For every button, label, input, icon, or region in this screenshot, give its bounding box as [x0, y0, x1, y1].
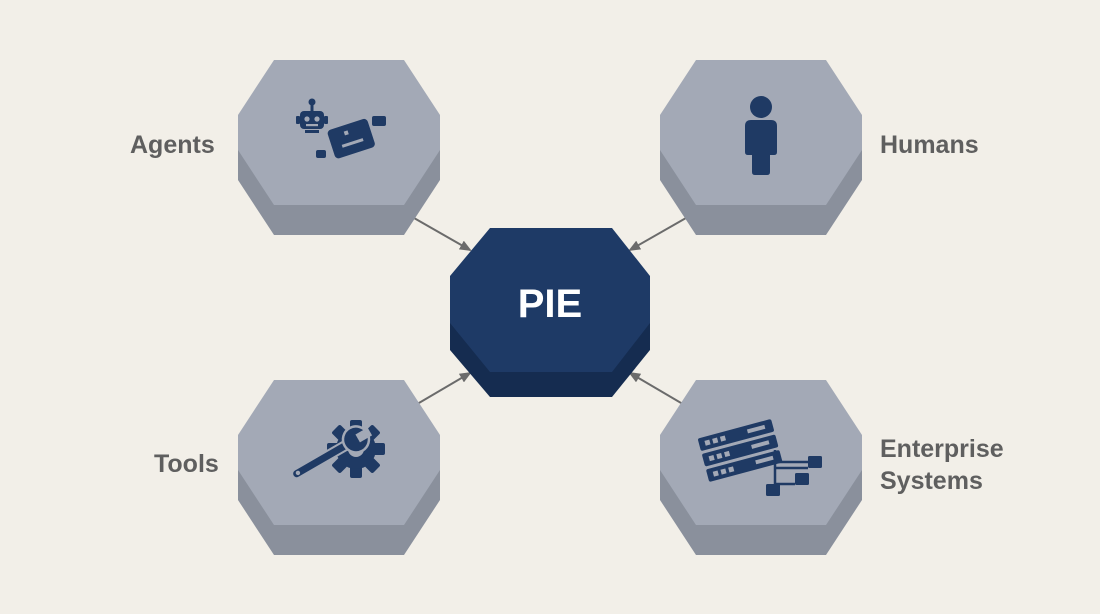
pie-label: PIE: [518, 282, 582, 326]
tools-label: Tools: [154, 450, 219, 478]
enterprise-label-line-1: Enterprise: [880, 435, 1004, 463]
enterprise-systems-label: Enterprise Systems: [880, 433, 1004, 497]
server-network-icon: [698, 419, 822, 496]
humans-label: Humans: [880, 131, 979, 159]
node-tools[interactable]: [238, 380, 440, 555]
person-icon: [745, 96, 777, 175]
wrench-gear-icon: [291, 420, 385, 480]
agents-label: Agents: [130, 131, 215, 159]
node-agents[interactable]: [238, 60, 440, 235]
node-enterprise[interactable]: [660, 380, 862, 555]
node-pie[interactable]: PIE: [450, 228, 650, 397]
robot-icon: [296, 98, 386, 159]
enterprise-label-line-2: Systems: [880, 467, 983, 495]
node-humans[interactable]: [660, 60, 862, 235]
